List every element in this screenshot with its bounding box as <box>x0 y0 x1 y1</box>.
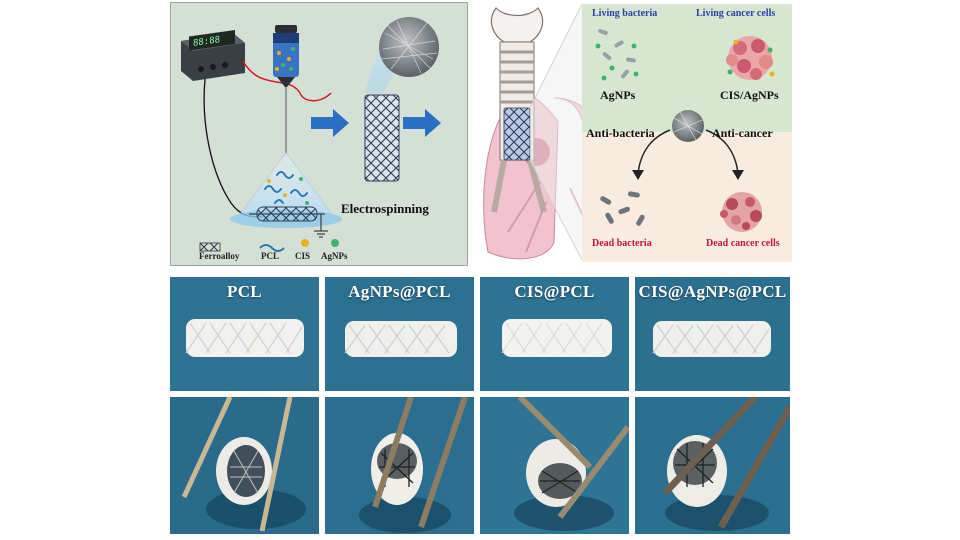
anti-cancer-label: Anti-cancer <box>712 126 773 140</box>
electrospinning-panel: 88:88 <box>170 2 468 266</box>
legend-swatch-pcl <box>259 239 285 257</box>
legend-label-cis: CIS <box>295 251 311 261</box>
airway-illustration <box>483 3 792 262</box>
red-wire <box>242 60 332 102</box>
photo-tweezers-pcl <box>170 397 319 534</box>
living-bacteria-label: Living bacteria <box>592 8 658 19</box>
legend-label-agnps: AgNPs <box>321 251 348 261</box>
svg-text:88:88: 88:88 <box>193 35 220 49</box>
photo-stent-cis-agnps-pcl: CIS@AgNPs@PCL <box>635 277 790 391</box>
photo-label-cis-pcl: CIS@PCL <box>514 282 595 301</box>
dead-bacteria-label: Dead bacteria <box>592 238 652 249</box>
syringe-icon <box>273 25 299 153</box>
photo-label-pcl: PCL <box>227 282 262 301</box>
living-cancer-cells-label: Living cancer cells <box>696 8 776 19</box>
dead-cancer-cells-icon <box>720 192 762 232</box>
legend-swatch-cis <box>301 239 309 247</box>
photo-stent-pcl: PCL <box>170 277 319 391</box>
larynx-icon <box>490 7 544 43</box>
photo-stent-cis-pcl: CIS@PCL <box>480 277 629 391</box>
photo-label-agnps-pcl: AgNPs@PCL <box>348 282 451 301</box>
power-supply-icon: 88:88 <box>181 30 245 81</box>
arrow-anti-bacteria-icon <box>637 129 671 175</box>
arrow-anti-cancer-icon <box>705 129 739 175</box>
living-cancer-cells-icon <box>726 36 775 80</box>
photo-tweezers-agnps-pcl <box>325 397 474 534</box>
photo-stent-agnps-pcl: AgNPs@PCL <box>325 277 474 391</box>
legend-label-ferroalloy: Ferroalloy <box>199 251 240 261</box>
agnps-label: AgNPs <box>600 88 636 102</box>
living-bacteria-icon <box>595 28 639 81</box>
dead-cancer-cells-label: Dead cancer cells <box>706 238 780 249</box>
photo-tweezers-cis-pcl <box>480 397 629 534</box>
legend-label-pcl: PCL <box>261 251 279 261</box>
arrow-right-icon <box>311 109 349 137</box>
cis-agnps-label: CIS/AgNPs <box>720 88 779 102</box>
photo-tweezers-cis-agnps-pcl <box>635 397 790 534</box>
dead-bacteria-icon <box>600 191 645 226</box>
ground-icon <box>314 214 328 238</box>
arrow-right-icon <box>403 109 441 137</box>
electrospinning-illustration: 88:88 <box>181 17 441 238</box>
anti-bacteria-label: Anti-bacteria <box>586 126 655 140</box>
photo-label-cis-agnps-pcl: CIS@AgNPs@PCL <box>638 282 787 301</box>
process-label: Electrospinning <box>341 201 429 216</box>
legend-swatch-agnps <box>331 239 339 247</box>
taylor-cone <box>240 152 332 214</box>
mechanism-panel: Living bacteria Living cancer cells AgNP… <box>474 2 792 264</box>
legend-swatch-ferroalloy <box>199 239 221 257</box>
